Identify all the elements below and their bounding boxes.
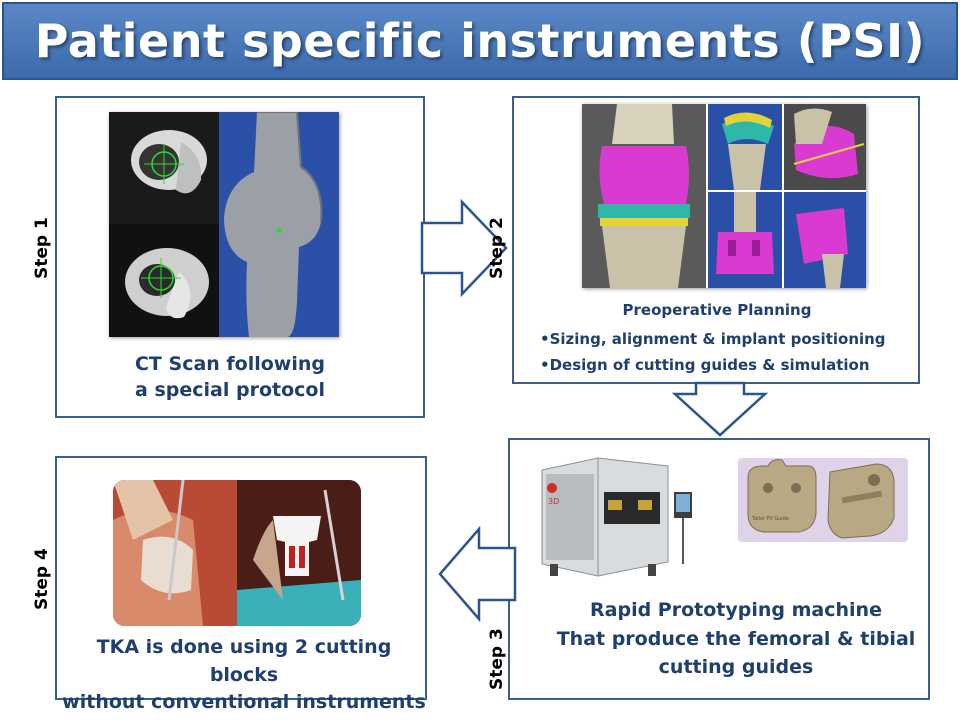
- surgery-photo: [113, 480, 361, 626]
- step-3-label: Step 3: [487, 628, 507, 690]
- caption-line: cutting guides: [658, 656, 814, 678]
- caption-line: TKA is done using 2 cutting blocks: [96, 636, 392, 686]
- rapid-prototyping-machine-image: 3D: [538, 452, 702, 584]
- step-4-label: Step 4: [32, 548, 52, 610]
- cutting-guides-image: Tailor Fit Guide: [738, 458, 908, 542]
- step-2-panel: Preoperative Planning •Sizing, alignment…: [512, 96, 920, 384]
- step-4-panel: TKA is done using 2 cutting blocks witho…: [55, 456, 427, 713]
- planning-images: [582, 104, 866, 288]
- caption-line: That produce the femoral & tibial: [556, 627, 916, 650]
- page-title: Patient specific instruments (PSI): [34, 14, 926, 68]
- arrow-left-icon: [438, 526, 517, 622]
- step-3-panel: 3D Tailor Fit Guide Rapid Prototyping ma…: [508, 438, 930, 700]
- step-1-caption: CT Scan following a special protocol: [57, 352, 403, 403]
- step-2-label: Step 2: [487, 217, 507, 279]
- arrow-right-icon: [420, 198, 508, 298]
- svg-text:Tailor Fit Guide: Tailor Fit Guide: [751, 516, 789, 522]
- caption-line: without conventional instruments: [62, 691, 426, 714]
- ct-scan-image: [109, 112, 339, 337]
- step-2-heading: Preoperative Planning: [622, 301, 812, 319]
- caption-line: a special protocol: [135, 378, 325, 401]
- caption-line: Rapid Prototyping machine: [590, 599, 882, 621]
- step-1-label: Step 1: [32, 217, 52, 279]
- step-4-caption: TKA is done using 2 cutting blocks witho…: [61, 634, 427, 717]
- step-2-bullet: •Design of cutting guides & simulation: [540, 356, 870, 374]
- caption-line: CT Scan following: [134, 353, 326, 375]
- machine-badge-dot: [547, 483, 557, 493]
- arrow-down-icon: [672, 381, 768, 437]
- step-2-bullet: •Sizing, alignment & implant positioning: [540, 330, 886, 348]
- step-3-caption: Rapid Prototyping machine That produce t…: [540, 596, 932, 682]
- machine-badge: 3D: [548, 497, 559, 506]
- title-bar: Patient specific instruments (PSI): [2, 2, 958, 80]
- step-1-panel: CT Scan following a special protocol: [55, 96, 425, 418]
